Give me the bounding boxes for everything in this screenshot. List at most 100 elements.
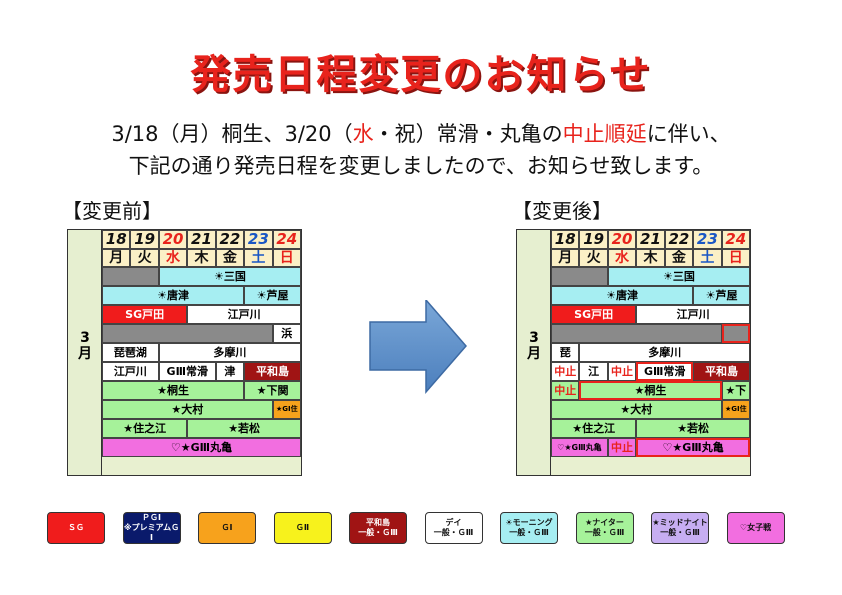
cancel-cell: 中止 xyxy=(551,362,580,381)
notice-line-2: 下記の通り発売日程を変更しましたので、お知らせ致します。 xyxy=(128,154,714,178)
weekday-cell: 日 xyxy=(721,249,750,267)
legend-line-1: ★ミッドナイト xyxy=(652,518,708,527)
page-title: 発売日程変更のお知らせ xyxy=(190,52,652,98)
cancel-cell: 中止 xyxy=(607,438,637,457)
before-label: 【変更前】 xyxy=(62,199,162,223)
schedule-cell: ★若松 xyxy=(187,419,301,438)
legend-line-2: 一般・ＧⅢ xyxy=(660,528,700,537)
legend-item: ＰＧⅠ※プレミアムＧⅠ xyxy=(122,512,181,544)
date-cell: 24 xyxy=(721,230,750,249)
schedule-cell: 津 xyxy=(215,362,245,381)
weekday-cell: 木 xyxy=(187,249,216,267)
legend-item: ☀モーニング一般・ＧⅢ xyxy=(500,512,558,544)
weekday-cell: 土 xyxy=(244,249,273,267)
schedule-cell: ★桐生 xyxy=(102,381,245,400)
schedule-cell: ★下関 xyxy=(244,381,301,400)
schedule-cell: ★大村 xyxy=(551,400,722,419)
schedule-cell: ☀三国 xyxy=(607,267,750,286)
schedule-cell: ☀三国 xyxy=(158,267,301,286)
schedule-cell: 江 xyxy=(579,362,608,381)
cancel-cell: 中止 xyxy=(607,362,637,381)
notice-text: に伴い、 xyxy=(646,122,731,146)
schedule-cell: ★GⅠ住 xyxy=(272,400,301,419)
schedule-cell: ★住之江 xyxy=(551,419,637,438)
legend-line-2: 一般・ＧⅢ xyxy=(433,528,474,537)
notice-text: ・祝）常滑・丸亀の xyxy=(373,122,563,146)
schedule-cell: ☀唐津 xyxy=(102,286,245,305)
legend-line-2: ※プレミアムＧⅠ xyxy=(123,523,180,542)
schedule-cell: ☀芦屋 xyxy=(693,286,750,305)
legend-item: ＧⅠ xyxy=(198,512,256,544)
legend-line-1: ＰＧⅠ xyxy=(142,513,161,522)
legend-line-1: 平和島 xyxy=(366,518,390,527)
legend-line-1: ☀モーニング xyxy=(505,518,553,527)
schedule-cell: 平和島 xyxy=(244,362,301,381)
schedule-cell: ★下 xyxy=(721,381,750,400)
date-cell: 18 xyxy=(102,230,131,249)
legend-item: デイ一般・ＧⅢ xyxy=(424,512,483,544)
legend-line-2: 一般・ＧⅢ xyxy=(358,528,398,537)
weekday-cell: 土 xyxy=(693,249,722,267)
schedule-cell: SG戸田 xyxy=(102,305,188,324)
legend-line-1: ★ナイター xyxy=(585,518,624,527)
schedule-cell: ☀唐津 xyxy=(551,286,694,305)
weekday-cell: 木 xyxy=(636,249,665,267)
schedule-cell: GⅢ常滑 xyxy=(636,362,694,381)
schedule-cell: ★若松 xyxy=(636,419,750,438)
legend-item: ＳＧ xyxy=(47,512,105,544)
date-cell: 20 xyxy=(158,230,188,249)
date-cell: 20 xyxy=(607,230,637,249)
schedule-cell: 多摩川 xyxy=(158,343,301,362)
schedule-cell: ★GⅠ住 xyxy=(721,400,750,419)
weekday-cell: 金 xyxy=(664,249,694,267)
weekday-cell: 金 xyxy=(215,249,245,267)
schedule-cell: SG戸田 xyxy=(551,305,637,324)
date-cell: 22 xyxy=(664,230,694,249)
legend-line-1: ＧⅠ xyxy=(221,523,233,532)
schedule-cell: 琵 xyxy=(551,343,580,362)
legend-line-2: 一般・ＧⅢ xyxy=(509,528,549,537)
date-cell: 23 xyxy=(244,230,273,249)
notice-line-1: 3/18（月）桐生、3/20（水・祝）常滑・丸亀の中止順延に伴い、 xyxy=(0,118,842,148)
notice-highlight: 水 xyxy=(352,122,374,146)
date-cell: 21 xyxy=(187,230,216,249)
empty-cell xyxy=(551,324,722,343)
schedule-cell: 浜 xyxy=(272,324,301,343)
schedule-cell: ★大村 xyxy=(102,400,273,419)
schedule-cell: GⅢ常滑 xyxy=(158,362,216,381)
schedule-cell: 多摩川 xyxy=(579,343,750,362)
weekday-cell: 月 xyxy=(551,249,580,267)
schedule-cell: 江戸川 xyxy=(187,305,301,324)
date-cell: 23 xyxy=(693,230,722,249)
schedule-cell: 平和島 xyxy=(693,362,750,381)
schedule-cell: ★桐生 xyxy=(579,381,722,400)
cancel-cell: 中止 xyxy=(551,381,580,400)
date-cell: 24 xyxy=(272,230,301,249)
weekday-cell: 火 xyxy=(130,249,159,267)
legend-item: ＧⅡ xyxy=(273,512,332,544)
weekday-cell: 月 xyxy=(102,249,131,267)
schedule-cell: ★住之江 xyxy=(102,419,188,438)
date-cell: 21 xyxy=(636,230,665,249)
weekday-cell: 日 xyxy=(272,249,301,267)
schedule-cell: ♡★GⅢ丸亀 xyxy=(636,438,750,457)
right-arrow-icon xyxy=(369,300,467,395)
legend-line-2: 一般・ＧⅢ xyxy=(584,528,625,537)
cancelled-cell xyxy=(721,324,750,343)
schedule-cell: 江戸川 xyxy=(102,362,159,381)
date-cell: 19 xyxy=(579,230,608,249)
legend-line-1: ＳＧ xyxy=(68,523,84,532)
date-cell: 22 xyxy=(215,230,245,249)
schedule-cell: 江戸川 xyxy=(636,305,750,324)
legend-item: ★ナイター一般・ＧⅢ xyxy=(575,512,634,544)
weekday-cell: 水 xyxy=(607,249,637,267)
schedule-cell: 琵琶湖 xyxy=(102,343,159,362)
legend-line-1: ♡女子戦 xyxy=(739,523,772,532)
empty-cell xyxy=(102,267,159,286)
